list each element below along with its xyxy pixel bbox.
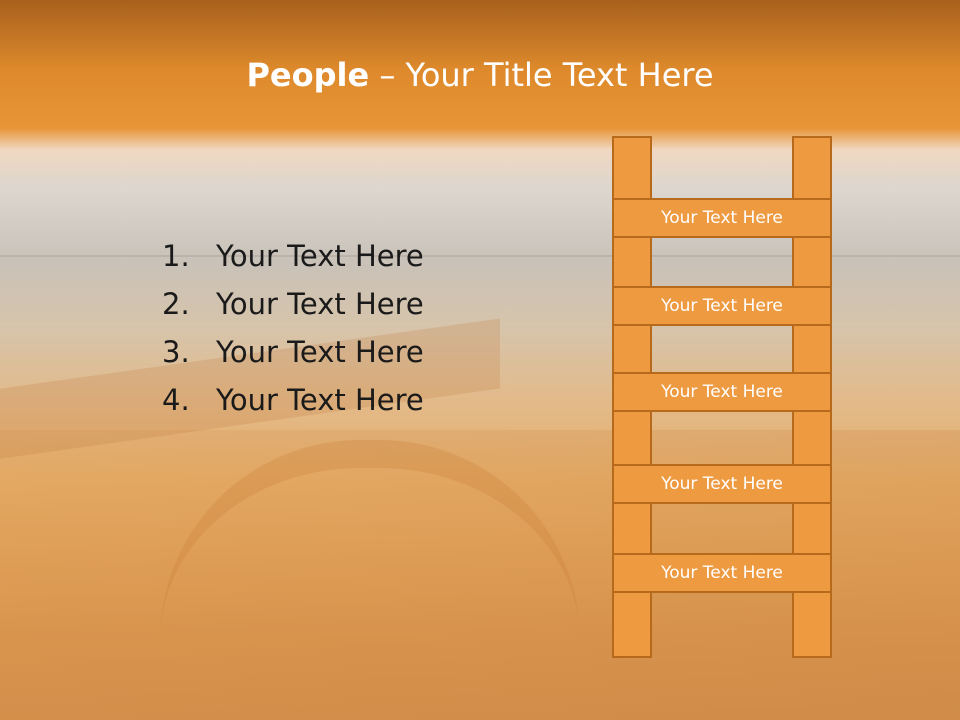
ladder-rung-5[interactable]: Your Text Here	[612, 553, 832, 593]
title-bold: People	[246, 56, 370, 94]
list-number: 1.	[162, 239, 190, 273]
list-text: Your Text Here	[216, 383, 424, 417]
ladder-rung-1[interactable]: Your Text Here	[612, 198, 832, 238]
list-item: 3. Your Text Here	[162, 328, 424, 376]
list-number: 3.	[162, 335, 190, 369]
list-number: 2.	[162, 287, 190, 321]
list-item: 2. Your Text Here	[162, 280, 424, 328]
list-text: Your Text Here	[216, 287, 424, 321]
title-rest: – Your Title Text Here	[369, 56, 714, 94]
ladder-rung-4[interactable]: Your Text Here	[612, 464, 832, 504]
ladder-rung-2[interactable]: Your Text Here	[612, 286, 832, 326]
slide-title[interactable]: People – Your Title Text Here	[0, 50, 960, 100]
horizon-line	[0, 255, 960, 257]
list-text: Your Text Here	[216, 239, 424, 273]
list-item: 1. Your Text Here	[162, 232, 424, 280]
numbered-list[interactable]: 1. Your Text Here 2. Your Text Here 3. Your…	[162, 232, 424, 424]
list-number: 4.	[162, 383, 190, 417]
ladder-rung-3[interactable]: Your Text Here	[612, 372, 832, 412]
list-item: 4. Your Text Here	[162, 376, 424, 424]
list-text: Your Text Here	[216, 335, 424, 369]
